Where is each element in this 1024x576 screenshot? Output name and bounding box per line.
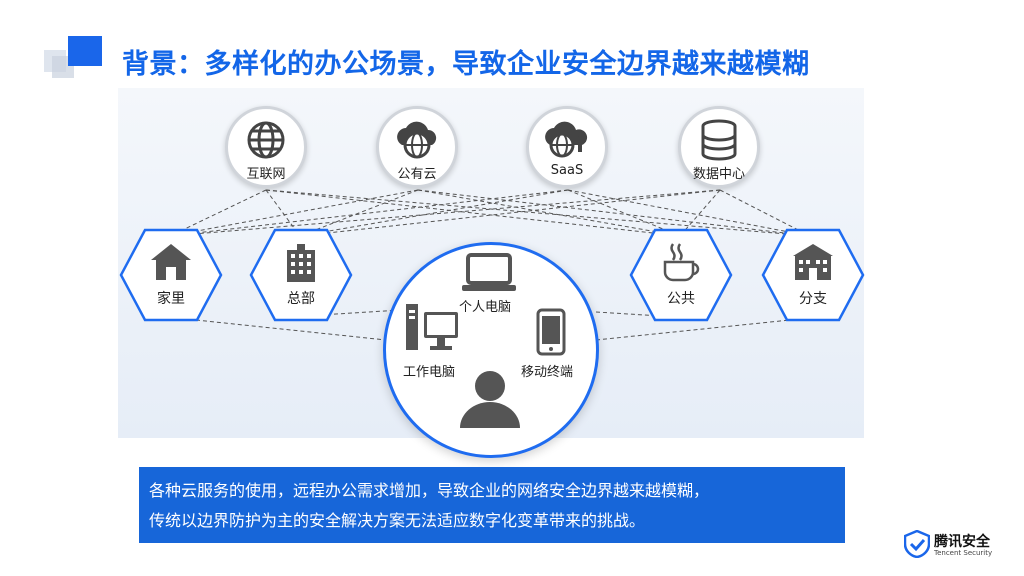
location-home: 家里 — [119, 228, 223, 322]
database-icon — [701, 119, 737, 161]
brand-name: 腾讯安全 — [934, 534, 990, 550]
slide-logo-mark — [44, 36, 102, 78]
location-label: 公共 — [667, 291, 695, 307]
mobile-label: 移动终端 — [521, 365, 574, 380]
cloud-upload-icon — [545, 121, 588, 158]
desktop-pc-icon — [406, 304, 458, 350]
location-branch: 分支 — [761, 228, 865, 322]
personal-pc-label: 个人电脑 — [459, 300, 512, 315]
caption-box: 各种云服务的使用，远程办公需求增加，导致企业的网络安全边界越来越模糊， 传统以边… — [139, 467, 845, 543]
user-icon — [460, 371, 520, 428]
work-pc-label: 工作电脑 — [403, 365, 456, 380]
location-public: 公共 — [629, 228, 733, 322]
brand-subtitle: Tencent Security — [934, 549, 993, 557]
node-label: SaaS — [550, 163, 584, 178]
globe-icon — [247, 121, 285, 159]
branch-office-icon — [793, 244, 833, 280]
caption-line-2: 传统以边界防护为主的安全解决方案无法适应数字化变革带来的挑战。 — [149, 511, 646, 530]
location-label: 家里 — [157, 291, 185, 307]
node-label: 公有云 — [397, 167, 437, 182]
mobile-phone-icon — [536, 308, 566, 356]
node-label: 数据中心 — [692, 167, 745, 182]
house-icon — [151, 244, 191, 280]
node-internet: 互联网 — [225, 106, 307, 188]
page-title: 背景：多样化的办公场景，导致企业安全边界越来越模糊 — [122, 49, 810, 80]
caption-line-1: 各种云服务的使用，远程办公需求增加，导致企业的网络安全边界越来越模糊， — [149, 481, 710, 500]
shield-logo-icon — [904, 530, 930, 558]
location-label: 分支 — [799, 291, 827, 307]
node-saas: SaaS — [526, 106, 608, 188]
building-icon — [287, 244, 315, 282]
laptop-icon — [462, 253, 516, 291]
location-label: 总部 — [287, 291, 315, 307]
node-public-cloud: 公有云 — [376, 106, 458, 188]
node-datacenter: 数据中心 — [678, 106, 760, 188]
coffee-cup-icon — [663, 243, 700, 282]
cloud-globe-icon — [397, 121, 437, 159]
node-label: 互联网 — [246, 167, 286, 182]
brand-logo: 腾讯安全 Tencent Security — [904, 528, 1004, 560]
location-headquarters: 总部 — [249, 228, 353, 322]
